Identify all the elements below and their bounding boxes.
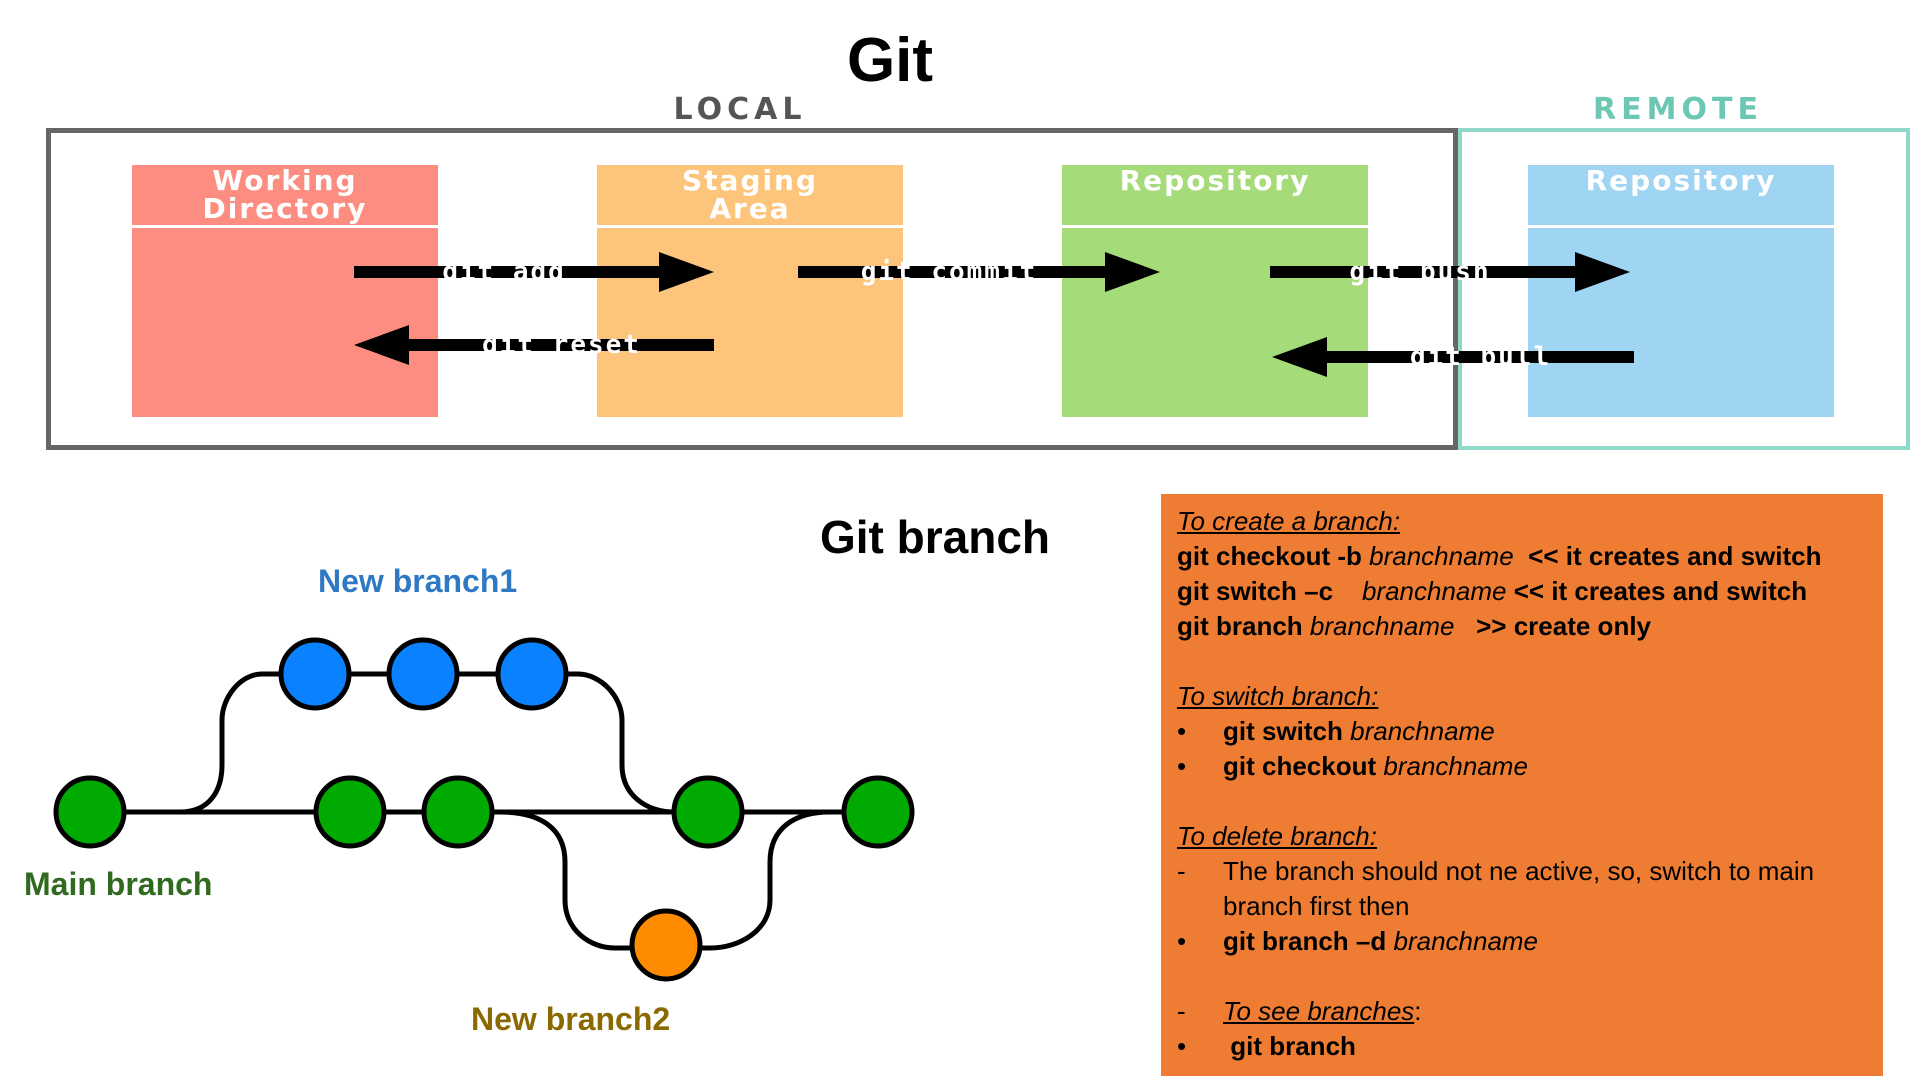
staging-area-line1: Staging [681, 164, 819, 197]
delete-note-line1: The branch should not ne active, so, swi… [1223, 856, 1815, 886]
branch1-commit-1 [278, 637, 352, 711]
delete-arg: branchname [1393, 926, 1539, 956]
switch-heading: To switch branch: [1177, 681, 1379, 711]
create-3-cmd: git branch [1177, 611, 1303, 641]
see-cmd: git branch [1230, 1031, 1356, 1061]
main-commit-4 [671, 775, 745, 849]
branch1-label: New branch1 [318, 563, 518, 599]
main-commit-2 [313, 775, 387, 849]
create-2-note: << it creates and switch [1513, 576, 1808, 606]
switch-command-1: • git switch branchname [1177, 714, 1883, 749]
switch-1-cmd: git switch [1223, 716, 1343, 746]
branch-graph [53, 637, 915, 982]
branch-commands-panel: To create a branch: git checkout -b bran… [1161, 494, 1883, 1076]
remote-repository-line1: Repository [1585, 164, 1777, 197]
remote-repository-header: Repository [1528, 165, 1834, 228]
page-title: Git [846, 26, 934, 95]
commit-nodes [53, 637, 915, 982]
working-directory-box: Working Directory [132, 165, 438, 417]
create-command-3: git branch branchname >> create only [1177, 609, 1883, 644]
branch2-label: New branch2 [471, 1001, 671, 1037]
local-repository-header: Repository [1062, 165, 1368, 228]
see-heading-line: - To see branches: [1177, 994, 1883, 1029]
staging-area-header: Staging Area [597, 165, 903, 228]
remote-repository-box: Repository [1528, 165, 1834, 417]
git-commit-label: git commit [860, 257, 1038, 287]
delete-heading: To delete branch: [1177, 821, 1377, 851]
dash: - [1177, 856, 1186, 886]
git-pull-label: git pull [1409, 342, 1552, 372]
remote-frame [1458, 128, 1910, 450]
right-arrow-icon [1270, 252, 1630, 292]
create-command-2: git switch –c branchname << it creates a… [1177, 574, 1883, 609]
branch-title: Git branch [820, 511, 1051, 563]
local-label: LOCAL [673, 92, 807, 127]
bullet: • [1177, 1031, 1187, 1061]
remote-label: REMOTE [1593, 92, 1763, 127]
local-repository-box: Repository [1062, 165, 1368, 417]
create-3-note: >> create only [1476, 611, 1652, 641]
git-push-label: git push [1349, 257, 1491, 287]
switch-1-arg: branchname [1350, 716, 1495, 746]
git-add-label: git add [442, 257, 566, 287]
git-commit-arrow: git commit [798, 252, 1160, 292]
main-commit-5 [841, 775, 915, 849]
left-arrow-icon [1272, 337, 1634, 377]
bullet: • [1177, 751, 1187, 781]
branch1-commit-2 [386, 637, 460, 711]
create-3-arg: branchname [1309, 611, 1455, 641]
branch2-line [499, 809, 831, 951]
branch1-line [179, 671, 676, 815]
git-reset-label: git reset [482, 330, 641, 360]
staging-area-line2: Area [709, 192, 791, 225]
create-1-cmd: git checkout -b [1177, 541, 1362, 571]
create-heading: To create a branch: [1177, 506, 1401, 536]
delete-command: • git branch –d branchname [1177, 924, 1883, 959]
delete-note: - The branch should not ne active, so, sw… [1177, 854, 1883, 889]
main-commit-3 [421, 775, 495, 849]
dash: - [1177, 996, 1186, 1026]
create-2-cmd: git switch –c [1177, 576, 1334, 606]
git-reset-arrow: git reset [354, 325, 714, 365]
see-colon: : [1414, 996, 1422, 1026]
switch-2-cmd: git checkout [1223, 751, 1377, 781]
git-push-arrow: git push [1270, 252, 1630, 292]
see-heading: To see branches [1223, 996, 1415, 1026]
switch-2-arg: branchname [1383, 751, 1528, 781]
local-repository-line1: Repository [1119, 164, 1311, 197]
create-command-1: git checkout -b branchname << it creates… [1177, 539, 1883, 574]
delete-note-line2: branch first then [1223, 891, 1410, 921]
bullet: • [1177, 716, 1187, 746]
create-1-note: << it creates and switch [1528, 541, 1822, 571]
local-frame [46, 128, 1458, 450]
working-directory-line2: Directory [202, 192, 368, 225]
git-add-arrow: git add [354, 252, 714, 292]
create-1-arg: branchname [1369, 541, 1514, 571]
left-arrow-icon [354, 325, 714, 365]
branch1-commit-3 [495, 637, 569, 711]
right-arrow-icon [354, 252, 714, 292]
working-directory-header: Working Directory [132, 165, 438, 228]
delete-cmd: git branch –d [1223, 926, 1387, 956]
git-pull-arrow: git pull [1272, 337, 1634, 377]
right-arrow-icon [798, 252, 1160, 292]
branch2-commit-1 [629, 908, 703, 982]
main-commit-1 [53, 775, 127, 849]
bullet: • [1177, 926, 1187, 956]
switch-command-2: • git checkout branchname [1177, 749, 1883, 784]
staging-area-box: Staging Area [597, 165, 903, 417]
working-directory-line1: Working [212, 164, 358, 197]
main-branch-label: Main branch [24, 866, 213, 902]
see-command: • git branch [1177, 1029, 1883, 1064]
create-2-arg: branchname [1361, 576, 1507, 606]
